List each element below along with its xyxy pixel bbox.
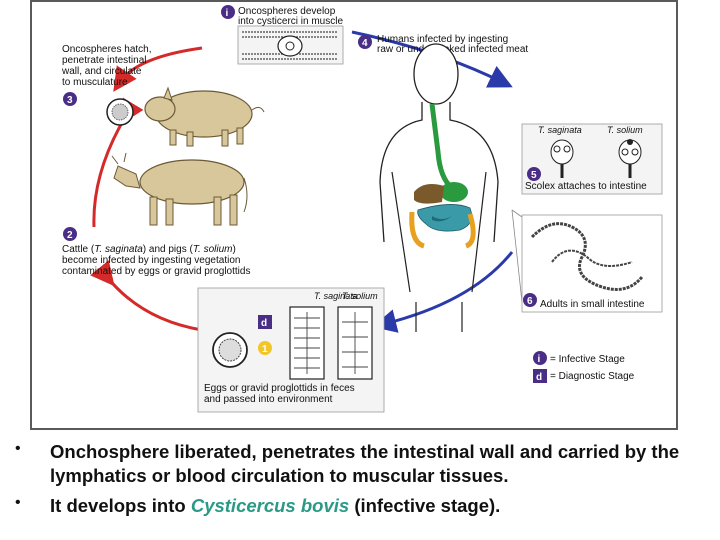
proglottid-drawing-solium <box>337 306 373 380</box>
eggs-label-saginata: T. saginata <box>314 291 358 301</box>
stage5-label: Scolex attaches to intestine <box>525 181 647 192</box>
stage4-line2: raw or undercooked infected meat <box>377 44 528 55</box>
cysticercus-drawing <box>242 31 338 60</box>
badge-5 <box>527 167 541 181</box>
stage2-line1: Cattle (T. saginata) and pigs (T. solium… <box>62 244 236 255</box>
svg-text:d: d <box>536 372 542 383</box>
stage2-line2: become infected by ingesting vegetation <box>62 255 240 266</box>
proglottid-drawing-saginata <box>289 306 325 380</box>
badge-i-top <box>221 5 235 19</box>
legend-diagnostic-label: = Diagnostic Stage <box>550 371 635 382</box>
badge-3 <box>63 92 77 106</box>
badge-4 <box>358 35 372 49</box>
badge-2 <box>63 227 77 241</box>
bullet-item: • Onchosphere liberated, penetrates the … <box>0 436 720 490</box>
svg-text:5: 5 <box>531 170 537 181</box>
scolex-drawing-solium <box>618 139 642 178</box>
legend-infective-label: = Infective Stage <box>550 354 625 365</box>
stage-top-line1: Oncospheres develop <box>238 6 336 17</box>
egg-drawing <box>212 332 248 368</box>
svg-text:3: 3 <box>67 95 73 106</box>
stage3-line3: wall, and circulate <box>61 66 142 77</box>
cow-illustration <box>111 152 248 226</box>
bullet-text: It develops into Cysticercus bovis (infe… <box>50 495 501 516</box>
stage6-label: Adults in small intestine <box>540 299 645 310</box>
svg-text:d: d <box>261 318 267 329</box>
badge-1 <box>258 341 272 355</box>
bullet-marker: • <box>15 440 21 457</box>
stage-top-line2: into cysticerci in muscle <box>238 16 343 27</box>
adult-worm-drawing <box>530 222 644 291</box>
life-cycle-diagram: i Oncospheres develop into cysticerci in… <box>61 5 663 413</box>
legend-infective-icon <box>533 351 547 365</box>
legend-diagnostic-icon <box>533 369 547 383</box>
svg-text:2: 2 <box>67 230 73 241</box>
bullet-list: • Onchosphere liberated, penetrates the … <box>0 436 720 525</box>
scolex-label-solium: T. solium <box>607 125 643 135</box>
bullet-text: Onchosphere liberated, penetrates the in… <box>50 441 680 486</box>
adults-panel <box>521 214 663 313</box>
svg-text:i: i <box>226 8 229 19</box>
scolex-drawing-saginata <box>550 139 574 178</box>
oncosphere-drawing <box>106 98 134 126</box>
cycle-arrow-right <box>372 251 514 333</box>
svg-text:6: 6 <box>527 296 533 307</box>
pig-illustration <box>144 86 265 147</box>
life-cycle-figure: i Oncospheres develop into cysticerci in… <box>30 0 678 430</box>
cycle-arrow-bottom-left <box>90 260 203 332</box>
eggs-line2: and passed into environment <box>204 394 333 405</box>
stage2-line3: contaminated by eggs or gravid proglotti… <box>62 266 250 277</box>
bullet-marker: • <box>15 494 21 511</box>
badge-6 <box>523 293 537 307</box>
legend: i = Infective Stage d = Diagnostic Stage <box>533 351 635 383</box>
cycle-arrow-top-left <box>113 46 203 92</box>
badge-d-eggs <box>258 315 272 329</box>
cycle-arrow-left <box>92 97 144 228</box>
human-body-illustration <box>379 43 499 332</box>
highlighted-term: Cysticercus bovis <box>190 495 350 516</box>
svg-text:4: 4 <box>362 38 368 49</box>
svg-text:i: i <box>538 354 541 365</box>
stage3-line1: Oncospheres hatch, <box>62 44 152 55</box>
bullet-item: • It develops into Cysticercus bovis (in… <box>0 490 720 525</box>
eggs-line1: Eggs or gravid proglottids in feces <box>204 383 355 394</box>
svg-text:1: 1 <box>262 344 268 355</box>
eggs-label-solium: T. solium <box>342 291 378 301</box>
stage3-line2: penetrate intestinal <box>62 55 147 66</box>
stage3-line4: to musculature <box>62 77 128 88</box>
scolex-label-saginata: T. saginata <box>538 125 582 135</box>
stage4-line1: Humans infected by ingesting <box>377 34 508 45</box>
digestive-tract <box>409 103 476 249</box>
